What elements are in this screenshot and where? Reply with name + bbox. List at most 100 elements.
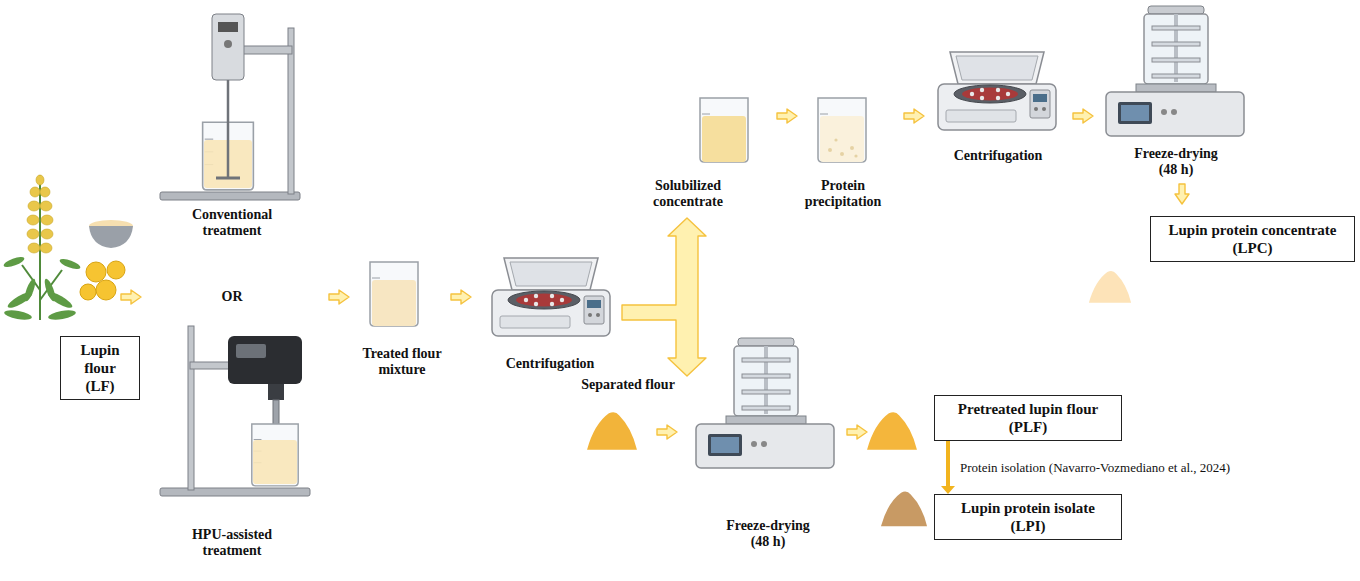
flow-arrows xyxy=(777,109,797,123)
step-label: Solubilized concentrate xyxy=(638,178,738,210)
lupin-plant xyxy=(48,309,77,322)
ultrasonic-probe xyxy=(190,362,234,369)
lupin-seeds xyxy=(80,261,125,300)
flour-bowl xyxy=(89,220,133,248)
solubilized-beaker xyxy=(700,98,748,162)
flow-arrows xyxy=(121,109,1189,439)
lupin-plant xyxy=(36,175,44,185)
lupin-plant xyxy=(41,215,53,225)
result-box: Lupin protein concentrate (LPC) xyxy=(1150,216,1355,262)
lupin-plant xyxy=(43,278,58,303)
box-label: Lupin protein isolate (LPI) xyxy=(961,500,1095,534)
solubilized-beaker xyxy=(700,98,748,162)
step-label: Centrifugation xyxy=(490,356,610,372)
lupin-plant xyxy=(40,243,52,253)
overhead-stirrer xyxy=(240,46,292,54)
mixture-beaker xyxy=(372,280,416,326)
lupin-seeds xyxy=(96,280,116,300)
arrow-shaft xyxy=(946,441,950,486)
mixture-beaker xyxy=(370,262,418,326)
lupin-plant xyxy=(2,255,81,321)
ultrasonic-probe xyxy=(160,488,310,496)
lupin-plant xyxy=(41,229,53,239)
flow-arrows xyxy=(904,109,924,123)
flow-arrows xyxy=(451,290,471,304)
edge-label: Protein isolation (Navarro-Vozmediano et… xyxy=(958,460,1232,475)
box-label: Lupin protein concentrate (LPC) xyxy=(1168,222,1336,256)
step-label: Centrifugation xyxy=(938,148,1058,164)
isolate-powder xyxy=(881,492,927,527)
flour-pile xyxy=(867,412,917,450)
lupin-seeds xyxy=(80,284,96,300)
freeze-dryer xyxy=(1106,6,1244,136)
lupin-plant xyxy=(40,201,52,211)
arrow-head xyxy=(941,486,955,494)
flow-arrows xyxy=(847,425,867,439)
flow-arrows xyxy=(329,290,349,304)
overhead-stirrer xyxy=(224,40,232,48)
freeze-dryer xyxy=(696,338,834,468)
centrifuge xyxy=(938,52,1056,130)
lupin-plant xyxy=(23,278,38,303)
box-text-group: Lupin protein concentrate (LPC) xyxy=(1159,221,1346,257)
lupin-plant xyxy=(27,175,53,253)
precipitation-beaker xyxy=(820,116,864,162)
precipitation-beaker xyxy=(854,154,857,157)
box-label: Pretreated lupin flour (PLF) xyxy=(958,401,1098,435)
overhead-stirrer xyxy=(218,22,238,32)
step-label: Treated flour mixture xyxy=(354,346,450,378)
overhead-stirrer xyxy=(160,14,300,200)
precipitation-beaker xyxy=(828,138,858,157)
lupin-plant xyxy=(27,229,39,239)
precipitation-beaker xyxy=(840,152,844,156)
lupin-plant xyxy=(40,187,50,197)
concentrate-powder xyxy=(1089,271,1131,303)
box-text-group: Lupin protein isolate (LPI) xyxy=(943,499,1113,535)
lupin-plant xyxy=(2,175,81,321)
ultrasonic-probe xyxy=(252,424,298,486)
box-text-group: Lupin flour (LF) xyxy=(69,341,131,395)
split-arrow xyxy=(622,218,706,376)
flow-arrows xyxy=(657,425,677,439)
step-label: Protein precipitation xyxy=(795,178,891,210)
centrifuge xyxy=(492,258,610,336)
box-label: Lupin flour (LF) xyxy=(80,342,119,394)
lupin-seeds xyxy=(107,261,125,279)
step-label: OR xyxy=(212,289,252,305)
lupin-plant xyxy=(4,309,33,322)
result-box: Lupin flour (LF) xyxy=(60,336,140,400)
precipitation-beaker xyxy=(818,98,866,162)
overhead-stirrer xyxy=(212,14,244,80)
ultrasonic-probe xyxy=(253,440,297,484)
overhead-stirrer xyxy=(227,80,230,178)
ultrasonic-probe xyxy=(228,336,302,384)
box-text-group: Pretreated lupin flour (PLF) xyxy=(943,400,1113,436)
step-label: Freeze-drying (48 h) xyxy=(718,518,818,550)
precipitation-beaker xyxy=(828,148,832,152)
flour-pile xyxy=(587,412,637,450)
flow-arrows xyxy=(1073,109,1093,123)
flow-arrows xyxy=(1175,184,1189,204)
ultrasonic-probe xyxy=(188,326,194,490)
step-label: HPU-assisted treatment xyxy=(182,527,282,559)
solubilized-beaker xyxy=(702,116,746,162)
lupin-plant xyxy=(27,215,39,225)
lupin-plant xyxy=(28,243,40,253)
lupin-plant xyxy=(28,201,40,211)
process-arrow xyxy=(941,441,955,494)
flour-bowl xyxy=(89,226,133,248)
result-box: Pretreated lupin flour (PLF) xyxy=(934,395,1122,441)
step-label: Separated flour xyxy=(568,377,688,393)
lupin-plant xyxy=(2,255,25,269)
mixture-beaker xyxy=(370,262,418,326)
lupin-seeds xyxy=(86,262,106,282)
overhead-stirrer xyxy=(160,192,300,200)
precipitation-beaker xyxy=(834,138,837,141)
lupin-plant xyxy=(30,187,40,197)
result-box: Lupin protein isolate (LPI) xyxy=(934,494,1122,540)
precipitation-beaker xyxy=(850,146,854,150)
overhead-stirrer xyxy=(216,177,240,180)
